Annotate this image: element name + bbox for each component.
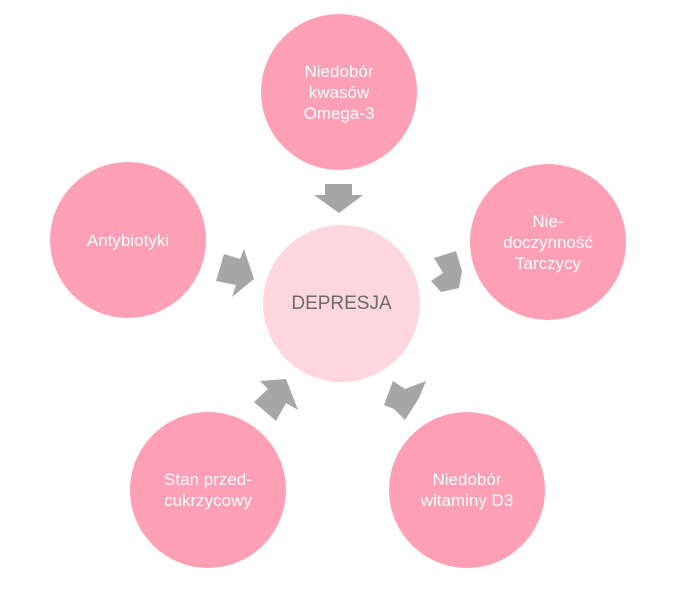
arrow-from-prediabetes	[254, 379, 298, 421]
cause-node-antibiotics: Antybiotyki	[50, 162, 206, 318]
cause-node-omega3: Niedobór kwasów Omega-3	[261, 14, 417, 170]
center-label: DEPRESJA	[291, 292, 392, 314]
arrow-from-antibiotics	[216, 249, 254, 297]
cause-label-prediabetes: Stan przed- cukrzycowy	[164, 470, 252, 510]
cause-label-antibiotics: Antybiotyki	[86, 230, 170, 250]
cause-node-prediabetes: Stan przed- cukrzycowy	[130, 412, 286, 568]
cause-label-thyroid: Nie- doczynność Tarczycy	[503, 211, 593, 273]
arrow-from-thyroid	[431, 251, 462, 292]
cause-label-omega3: Niedobór kwasów Omega-3	[303, 61, 375, 123]
cause-node-vitd3: Niedobór witaminy D3	[389, 412, 545, 568]
cause-node-thyroid: Nie- doczynność Tarczycy	[470, 164, 626, 320]
cause-label-vitd3: Niedobór witaminy D3	[420, 470, 514, 510]
arrow-from-omega3	[314, 184, 363, 213]
arrow-from-vitd3	[384, 381, 426, 420]
center-node-depression: DEPRESJA	[263, 225, 420, 382]
